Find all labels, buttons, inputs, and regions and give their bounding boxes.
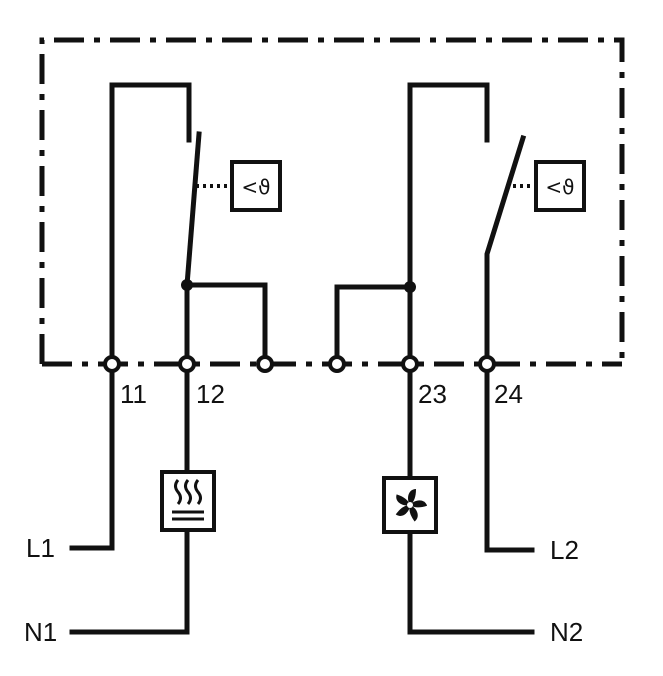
n2-label: N2 bbox=[550, 617, 583, 647]
heater-icon bbox=[172, 479, 204, 521]
terminal-24-label: 24 bbox=[494, 379, 523, 409]
l2-label: L2 bbox=[550, 535, 579, 565]
terminal-11-label: 11 bbox=[120, 379, 147, 409]
terminal-12-label: 12 bbox=[196, 379, 225, 409]
left-temp-sensor-label: <ϑ bbox=[241, 175, 270, 199]
enclosure-border bbox=[39, 37, 625, 364]
left-circuit-wire bbox=[109, 82, 192, 367]
terminal-12 bbox=[178, 355, 196, 373]
l1-label: L1 bbox=[26, 533, 55, 563]
terminal-11 bbox=[103, 355, 121, 373]
right-contact bbox=[484, 134, 527, 367]
terminal-23 bbox=[401, 355, 419, 373]
left-bridge-wire bbox=[184, 282, 268, 367]
n1-label: N1 bbox=[24, 617, 57, 647]
right-bridge-wire bbox=[334, 284, 413, 367]
terminal-bridge-right bbox=[328, 355, 346, 373]
heater-wire-bottom bbox=[69, 527, 190, 635]
right-circuit-wire bbox=[407, 82, 490, 367]
l1-wire bbox=[69, 361, 115, 551]
junction-dot bbox=[181, 279, 193, 291]
fan-wire-bottom bbox=[407, 529, 535, 635]
junction-dot bbox=[404, 281, 416, 293]
terminal-24 bbox=[478, 355, 496, 373]
l2-wire bbox=[484, 361, 535, 553]
right-temp-sensor-label: <ϑ bbox=[545, 175, 574, 199]
terminal-23-label: 23 bbox=[418, 379, 447, 409]
left-contact bbox=[184, 131, 202, 288]
terminal-bridge-left bbox=[256, 355, 274, 373]
fan-icon bbox=[395, 489, 428, 522]
